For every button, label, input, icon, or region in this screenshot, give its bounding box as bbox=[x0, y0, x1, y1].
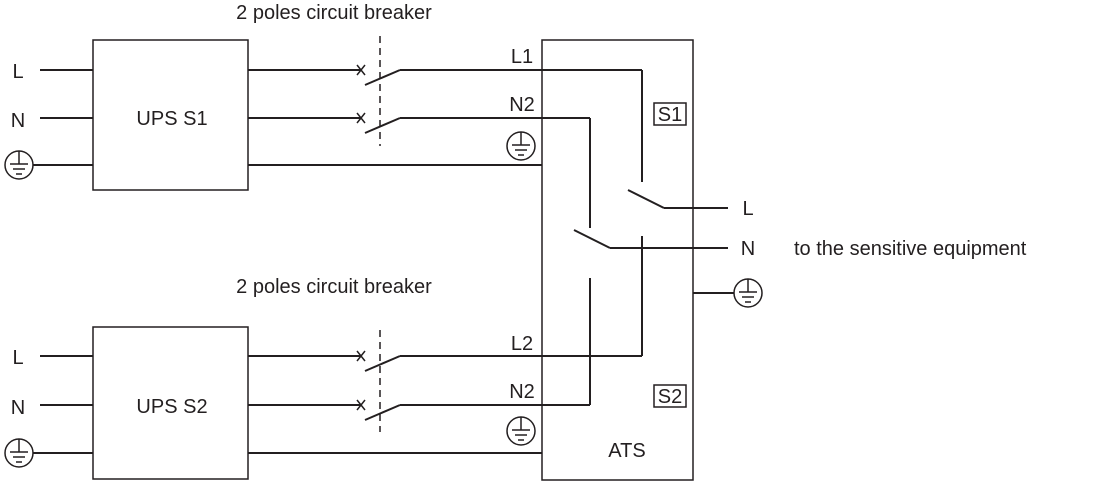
source-s2-tag-box bbox=[653, 384, 687, 408]
ats-input-l2-label: L2 bbox=[511, 333, 533, 355]
ups-s1-input-l-label: L bbox=[12, 61, 23, 83]
ups-s1-label: UPS S1 bbox=[136, 108, 207, 130]
ats-input-n2-label: N2 bbox=[509, 381, 535, 403]
ups-s1-box bbox=[92, 39, 249, 191]
ups-s1-input-n-label: N bbox=[11, 110, 25, 132]
ats-input-n1-label: N2 bbox=[509, 94, 535, 116]
top-breaker-label: 2 poles circuit breaker bbox=[236, 2, 432, 24]
bottom-circuit-breaker bbox=[356, 330, 401, 432]
ground-icon bbox=[506, 416, 536, 446]
ups-s2-input-l-label: L bbox=[12, 347, 23, 369]
source-s1-tag: S1 bbox=[658, 104, 682, 126]
bottom-breaker-label: 2 poles circuit breaker bbox=[236, 276, 432, 298]
source-s2-tag: S2 bbox=[658, 386, 682, 408]
top-circuit-breaker bbox=[356, 36, 401, 146]
source-s1-tag-box bbox=[653, 102, 687, 126]
ats-output-l-label: L bbox=[742, 198, 753, 220]
ats-label: ATS bbox=[608, 440, 645, 462]
ground-icon bbox=[4, 438, 34, 468]
ats-output-n-label: N bbox=[741, 238, 755, 260]
ats-neutral-switch bbox=[573, 118, 728, 405]
ups-s2-input-n-label: N bbox=[11, 397, 25, 419]
ats-line-switch bbox=[627, 70, 728, 356]
ground-icon bbox=[733, 278, 763, 308]
ats-input-l1-label: L1 bbox=[511, 46, 533, 68]
ups-s2-label: UPS S2 bbox=[136, 396, 207, 418]
ats-box bbox=[541, 39, 694, 481]
ground-icon bbox=[506, 131, 536, 161]
ups-s2-box bbox=[92, 326, 249, 480]
output-caption: to the sensitive equipment bbox=[794, 238, 1027, 260]
ground-icon bbox=[4, 150, 34, 180]
